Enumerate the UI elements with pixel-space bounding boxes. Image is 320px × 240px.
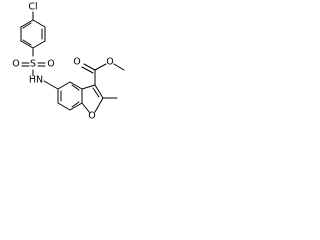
- benzofuran-benzene-ring: [57, 81, 83, 111]
- chemical-structure-diagram: Cl S O O HN O O O: [12, 2, 125, 122]
- bond: [20, 19, 34, 28]
- double-bond-inner: [71, 84, 80, 91]
- bond: [32, 40, 46, 49]
- ester-c-o-bond: [94, 63, 107, 71]
- bond: [57, 81, 71, 90]
- bond: [81, 102, 91, 114]
- double-bond-inner: [71, 101, 80, 108]
- chlorine-atom-label: Cl: [28, 2, 37, 13]
- furan-ring: [81, 84, 104, 114]
- sulfur-atom-label: S: [30, 59, 36, 70]
- furan-oxygen-label: O: [88, 111, 95, 122]
- bond: [94, 84, 104, 99]
- bond: [69, 81, 83, 90]
- bond: [32, 19, 46, 28]
- sulfonyl-oxygen-left-label: O: [12, 59, 19, 70]
- amine-label: HN: [29, 75, 43, 86]
- n-c-bond: [43, 80, 59, 90]
- carbonyl-double-bond: [81, 66, 94, 74]
- double-bond-inner: [92, 87, 100, 98]
- bond: [94, 97, 104, 113]
- bond: [69, 102, 83, 111]
- bond: [20, 40, 34, 49]
- bond: [57, 102, 71, 111]
- double-bond-inner: [22, 22, 32, 29]
- o-methyl-bond: [113, 63, 125, 71]
- carbonyl-oxygen-label: O: [73, 57, 80, 68]
- sulfonyl-oxygen-right-label: O: [47, 59, 54, 70]
- double-bond-inner: [22, 39, 32, 46]
- carbonyl-double-bond: [83, 63, 96, 71]
- ester-oxygen-label: O: [106, 57, 113, 68]
- bond: [81, 84, 96, 90]
- chlorophenyl-ring: [20, 19, 46, 49]
